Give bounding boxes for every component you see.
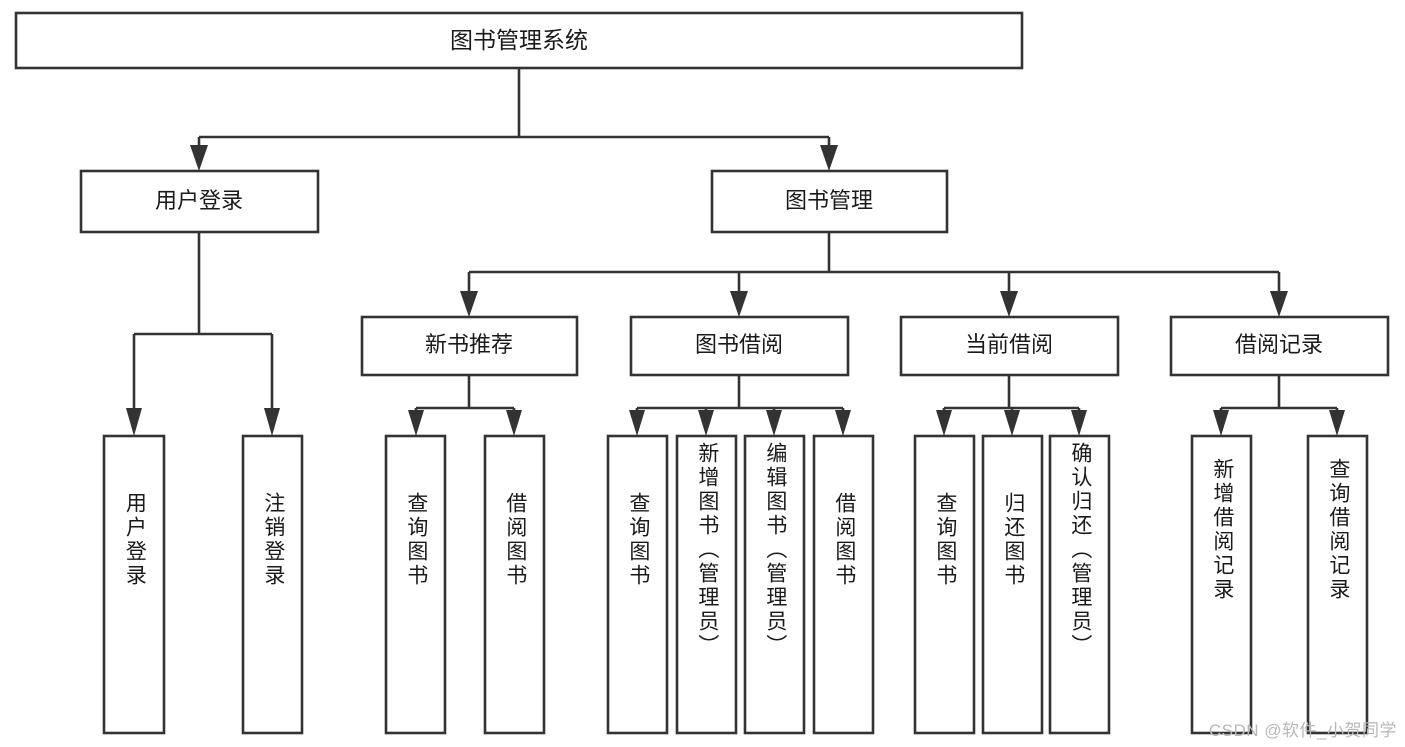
arrow-head-current-borrow bbox=[1000, 291, 1018, 317]
node-borrow-record-box[interactable] bbox=[1169, 315, 1390, 377]
node-new-book-rec-box[interactable] bbox=[360, 315, 579, 377]
arrow-head-leaf-query-book-borrow bbox=[629, 410, 645, 436]
node-borrow-record[interactable]: 借阅记录 bbox=[1169, 315, 1390, 377]
node-user-login[interactable]: 用户登录 bbox=[79, 169, 320, 234]
arrow-head-borrow-record bbox=[1270, 291, 1288, 317]
leaf-query-book-borrow-box[interactable] bbox=[606, 434, 669, 735]
node-new-book-rec-label: 新书推荐 bbox=[425, 332, 513, 357]
arrow-head-book-borrow bbox=[730, 291, 748, 317]
node-book-borrow-label: 图书借阅 bbox=[695, 332, 783, 357]
arrow-head-leaf-user-login bbox=[126, 408, 142, 436]
arrow-head-new-book-rec bbox=[460, 291, 478, 317]
leaf-borrow-book-box[interactable] bbox=[812, 434, 875, 735]
node-current-borrow[interactable]: 当前借阅 bbox=[899, 315, 1120, 377]
arrow-head-leaf-user-logout bbox=[264, 408, 280, 436]
node-new-book-rec[interactable]: 新书推荐 bbox=[360, 315, 579, 377]
leaf-query-book-current-box[interactable] bbox=[913, 434, 976, 735]
node-book-manage-label: 图书管理 bbox=[785, 188, 873, 213]
arrow-head-leaf-borrow-book-rec bbox=[506, 410, 522, 436]
node-book-borrow[interactable]: 图书借阅 bbox=[629, 315, 850, 377]
node-user-login-label: 用户登录 bbox=[155, 188, 243, 213]
arrow-head-leaf-add-borrow-record bbox=[1213, 410, 1229, 436]
arrow-head-leaf-confirm-return-admin bbox=[1071, 410, 1087, 436]
leaf-user-logout-box[interactable] bbox=[241, 434, 304, 735]
arrow-head-leaf-query-book-current bbox=[936, 410, 952, 436]
node-root-box[interactable] bbox=[14, 11, 1024, 70]
leaf-borrow-book-rec-box[interactable] bbox=[483, 434, 546, 735]
arrow-head-book-manage bbox=[820, 145, 838, 171]
arrow-head-leaf-edit-book-admin bbox=[766, 410, 782, 436]
node-borrow-record-label: 借阅记录 bbox=[1235, 332, 1323, 357]
node-current-borrow-box[interactable] bbox=[899, 315, 1120, 377]
leaf-confirm-return-admin-box[interactable] bbox=[1048, 434, 1111, 735]
connector-group-book-borrow bbox=[629, 375, 851, 436]
leaf-add-borrow-record-box[interactable] bbox=[1190, 434, 1253, 735]
node-book-manage-box[interactable] bbox=[710, 169, 949, 234]
leaf-user-login-box[interactable] bbox=[102, 434, 166, 735]
connector-group-user-login bbox=[126, 232, 280, 436]
node-book-manage[interactable]: 图书管理 bbox=[710, 169, 949, 234]
leaf-query-borrow-record-box[interactable] bbox=[1306, 434, 1369, 735]
arrow-head-leaf-return-book bbox=[1004, 410, 1020, 436]
leaf-query-book-rec-box[interactable] bbox=[384, 434, 447, 735]
arrow-head-leaf-add-book-admin bbox=[698, 410, 714, 436]
leaf-return-book-box[interactable] bbox=[981, 434, 1044, 735]
leaf-edit-book-admin-box[interactable] bbox=[743, 434, 806, 735]
node-book-borrow-box[interactable] bbox=[629, 315, 850, 377]
connector-group-current-borrow bbox=[936, 375, 1087, 436]
arrow-head-user-login bbox=[190, 145, 208, 171]
arrow-head-leaf-query-borrow-record bbox=[1329, 410, 1345, 436]
node-current-borrow-label: 当前借阅 bbox=[965, 332, 1053, 357]
connector-group-book-manage bbox=[460, 232, 1288, 317]
arrow-head-leaf-borrow-book bbox=[835, 410, 851, 436]
csdn-watermark: CSDN @软件_小贺同学 bbox=[1208, 721, 1397, 740]
node-root[interactable]: 图书管理系统 bbox=[14, 11, 1024, 70]
leaf-boxes bbox=[102, 434, 1369, 735]
arrow-head-leaf-query-book-rec bbox=[408, 410, 424, 436]
connector-group-borrow-record bbox=[1213, 375, 1345, 436]
leaf-add-book-admin-box[interactable] bbox=[675, 434, 738, 735]
connector-group-root bbox=[190, 68, 838, 171]
node-user-login-box[interactable] bbox=[79, 169, 320, 234]
connector-group-new-book-rec bbox=[408, 375, 522, 436]
node-root-label: 图书管理系统 bbox=[450, 27, 588, 53]
